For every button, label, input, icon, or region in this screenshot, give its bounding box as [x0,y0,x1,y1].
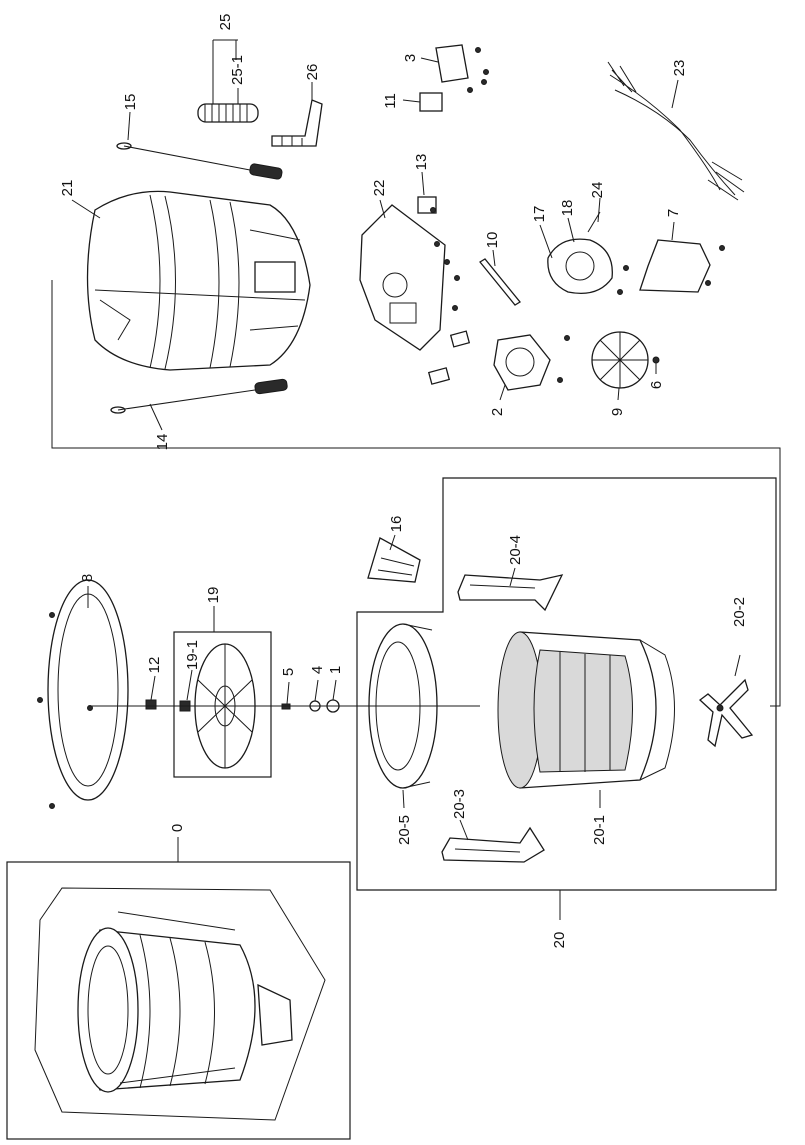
callout-18: 18 [559,200,576,217]
part-14-suspension-rod [110,378,288,414]
part-20-3-lifter [441,826,545,863]
part-7-motor-bracket [639,239,725,293]
callout-26: 26 [304,64,321,81]
callout-4: 4 [309,666,326,674]
part-17-18-clutch-assembly [547,211,629,295]
callout-23: 23 [671,60,688,77]
callout-25-1: 25-1 [229,55,246,85]
callout-13: 13 [413,154,430,171]
callout-5: 5 [280,668,297,676]
part-22-bracket-plate [359,204,460,351]
callout-0: 0 [169,824,186,832]
part-11-clip [419,92,443,112]
callout-20-4: 20-4 [507,535,524,565]
callout-1: 1 [327,666,344,674]
part-20-1-inner-drum [497,631,675,789]
part-8-tub-cover-ring [37,579,129,809]
callout-20-5: 20-5 [396,815,413,845]
callout-9: 9 [609,408,626,416]
callout-labels: 0 1 2 3 4 5 6 7 8 9 10 11 12 13 14 15 16… [59,14,748,949]
leader-lines [71,39,741,920]
part-10-belt [479,258,521,306]
callout-22: 22 [371,180,388,197]
callout-25: 25 [217,14,234,31]
callout-19-1: 19-1 [184,640,201,670]
part-19-frame [173,631,272,778]
part-9-pulley [591,331,660,389]
callout-20-2: 20-2 [731,597,748,627]
callout-12: 12 [146,657,163,674]
part-3-valve-block [435,44,489,93]
part-20-2-spider-flange [698,678,754,748]
drum-assembly-20-frame [356,477,777,891]
callout-7: 7 [665,209,682,217]
callout-24: 24 [589,182,606,199]
assembly-0-complete-tub-unit [34,887,326,1121]
callout-14: 14 [154,434,171,451]
part-12-small-fitting [145,699,157,710]
callout-8: 8 [79,574,96,582]
part-15-suspension-rod [116,142,283,180]
callout-19: 19 [205,587,222,604]
part-13-connector [417,196,437,214]
part-21-tub [86,190,311,371]
callout-6: 6 [648,381,665,389]
callout-16: 16 [388,516,405,533]
callout-21: 21 [59,180,76,197]
tub-group-leader-frame [51,280,781,707]
part-25-1-hose [197,103,259,123]
part-23-wire-harness [607,61,745,201]
callout-11: 11 [382,93,399,109]
callout-17: 17 [531,206,548,223]
part-26-elbow-hose [271,99,323,147]
callout-20-1: 20-1 [591,815,608,845]
callout-3: 3 [402,54,419,62]
callout-2: 2 [489,408,506,416]
part-2-motor [427,330,570,391]
callout-10: 10 [484,232,501,249]
part-20-4-lifter [457,574,564,612]
callout-20-3: 20-3 [451,789,468,819]
callout-20: 20 [551,932,568,949]
callout-15: 15 [122,94,139,111]
part-16-lint-filter [367,537,421,583]
